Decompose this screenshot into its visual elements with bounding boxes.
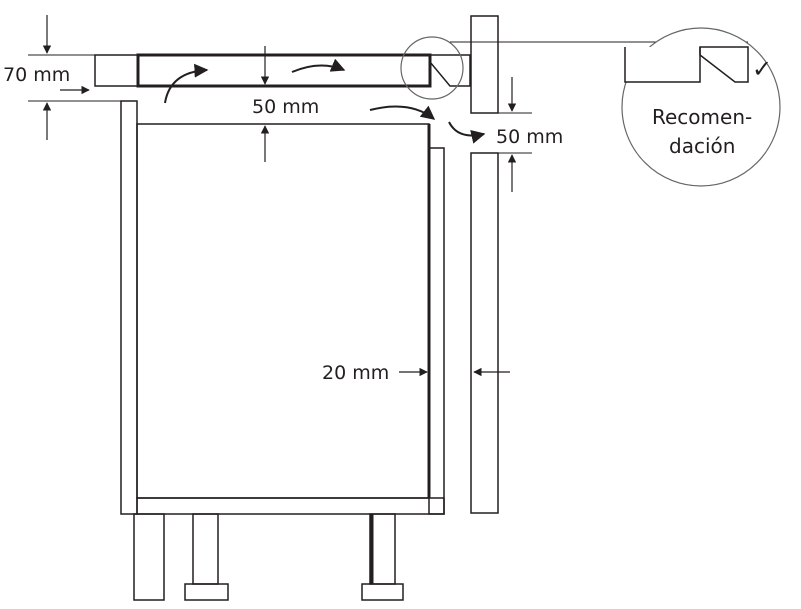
detail-circle-small: [400, 36, 464, 100]
checkmark-icon: ✓: [752, 55, 772, 83]
callout-text-line1: Recomen-: [652, 105, 752, 129]
hob-frame: [136, 53, 432, 88]
wall-upper: [470, 15, 499, 114]
label-70mm: 70 mm: [3, 64, 70, 86]
leg-1: [133, 513, 165, 601]
label-50mm-hob: 50 mm: [252, 96, 319, 118]
arrow-icon: [291, 58, 346, 73]
arrow-icon: [448, 121, 486, 144]
callout-worktop-left: [624, 47, 701, 83]
leg-3-foot: [361, 583, 404, 601]
cabinet-side-left: [120, 100, 138, 515]
worktop-left-grey: [94, 54, 139, 87]
leg-3: [369, 513, 396, 585]
worktop-right-grey: [429, 54, 471, 87]
arrow-icon: [164, 63, 209, 104]
label-20mm: 20 mm: [322, 362, 389, 384]
label-50mm-side: 50 mm: [496, 126, 563, 148]
cabinet-base: [136, 497, 445, 515]
leg-2-foot: [184, 583, 229, 601]
cabinet-door: [428, 147, 445, 515]
wall-lower: [470, 152, 499, 514]
callout-worktop-bevel: [699, 46, 749, 83]
leg-2: [192, 513, 219, 585]
callout-text-line2: dación: [669, 134, 735, 158]
arrow-icon: [369, 105, 436, 120]
cabinet-body: [136, 123, 430, 499]
